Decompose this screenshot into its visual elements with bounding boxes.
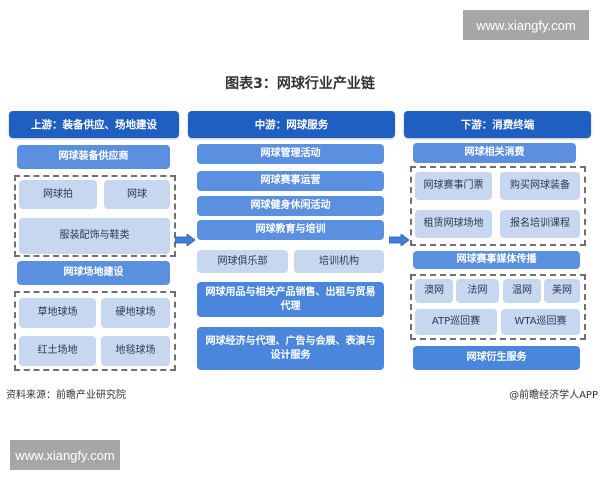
source-text: 资料来源：前瞻产业研究院 xyxy=(6,390,126,401)
chart-title: 图表3：网球行业产业链 xyxy=(225,76,375,92)
consumption-group xyxy=(410,166,586,246)
midstream-extra-item: 网球经济与代理、广告与会展、表演与设计服务 xyxy=(197,327,384,370)
consumption-item: 网球赛事门票 xyxy=(415,172,492,200)
midstream-item: 网球赛事运营 xyxy=(197,171,384,191)
equipment-supplier-label: 网球装备供应商 xyxy=(17,145,170,169)
equipment-item: 网球 xyxy=(104,180,170,209)
midstream-sub-item: 培训机构 xyxy=(294,250,384,273)
credit-text: @前瞻经济学人APP xyxy=(509,390,598,401)
upstream-header: 上游：装备供应、场地建设 xyxy=(9,111,179,138)
midstream-item: 网球教育与培训 xyxy=(197,220,384,240)
media-item: 温网 xyxy=(503,279,541,303)
venue-group xyxy=(14,291,176,371)
midstream-item: 网球管理活动 xyxy=(197,144,384,164)
venue-item: 硬地球场 xyxy=(101,298,170,328)
consumption-label: 网球相关消费 xyxy=(413,143,576,163)
media-item: 澳网 xyxy=(415,279,453,303)
equipment-group xyxy=(14,175,176,257)
arrow-right-icon xyxy=(389,234,409,246)
watermark-top: www.xiangfy.com xyxy=(463,10,589,40)
arrow-right-icon xyxy=(175,234,195,246)
midstream-item: 网球健身休闲活动 xyxy=(197,196,384,216)
venue-item: 草地球场 xyxy=(19,298,96,328)
media-item: ATP巡回赛 xyxy=(415,309,497,335)
equipment-item: 网球拍 xyxy=(19,180,97,209)
midstream-sub-item: 网球俱乐部 xyxy=(197,250,288,273)
consumption-item: 报名培训课程 xyxy=(500,210,580,238)
consumption-item: 租赁网球场地 xyxy=(415,210,492,238)
venue-item: 红土场地 xyxy=(19,336,96,366)
derivative-service: 网球衍生服务 xyxy=(413,346,580,370)
media-item: 美网 xyxy=(544,279,580,303)
media-item: 法网 xyxy=(456,279,499,303)
media-group xyxy=(410,274,586,340)
midstream-header: 中游：网球服务 xyxy=(188,111,395,138)
midstream-extra-item: 网球用品与相关产品销售、出租与贸易代理 xyxy=(197,282,384,317)
media-item: WTA巡回赛 xyxy=(501,309,580,335)
media-label: 网球赛事媒体传播 xyxy=(413,251,580,269)
venue-item: 地毯球场 xyxy=(101,336,170,366)
consumption-item: 购买网球装备 xyxy=(500,172,580,200)
equipment-item: 服装配饰与鞋类 xyxy=(19,218,170,254)
watermark-bottom: www.xiangfy.com xyxy=(10,440,120,470)
downstream-header: 下游：消费终端 xyxy=(404,111,591,138)
venue-construction-label: 网球场地建设 xyxy=(17,261,170,285)
